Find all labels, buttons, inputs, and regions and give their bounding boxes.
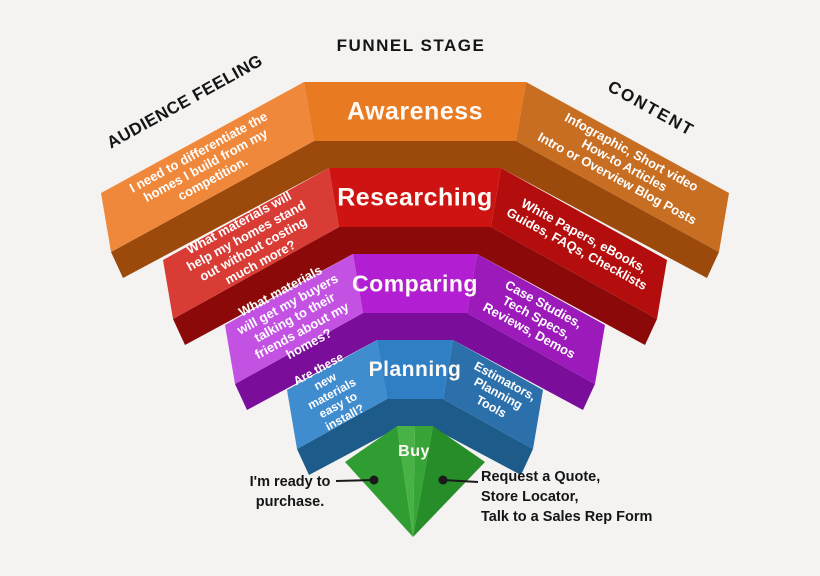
tier-researching-left-face: [163, 168, 339, 319]
tier-planning-right-face: [443, 340, 543, 449]
stage-label-researching: Researching: [337, 183, 493, 212]
buy-diamond-center-left-facet: [397, 426, 415, 537]
tier-researching-under-edge: [173, 227, 657, 345]
tier-awareness-center-face: [304, 82, 526, 141]
funnel-stage-header: FUNNEL STAGE: [336, 36, 486, 55]
tier-comparing-center-face: [353, 254, 477, 313]
tier-researching: [163, 168, 667, 345]
buy-content-callout: Request a Quote, Store Locator, Talk to …: [481, 469, 653, 525]
buy-diamond-outer-right-facet: [413, 426, 485, 537]
tier-planning-under-edge: [297, 399, 533, 475]
tier-researching-center-face: [329, 168, 501, 227]
right-callout-line: [442, 479, 479, 483]
buy-feeling-callout: I'm ready to purchase.: [249, 474, 331, 510]
tier-comparing-left-face: [225, 254, 363, 384]
right-callout-dot: [438, 475, 448, 485]
tier-planning: [287, 340, 543, 475]
stage-label-comparing: Comparing: [352, 270, 478, 297]
callout-connectors: [335, 475, 479, 485]
tier-awareness: [101, 82, 729, 278]
tier-awareness-left-face: [101, 82, 314, 252]
tier-awareness-right-face: [516, 82, 729, 252]
tier-planning-left-face: [287, 340, 387, 449]
tier-comparing-under-edge: [235, 313, 595, 410]
left-callout-line: [335, 479, 375, 482]
tier-awareness-under-edge: [111, 141, 719, 278]
stage-label-awareness: Awareness: [346, 97, 484, 126]
stage-label-planning: Planning: [368, 358, 462, 381]
left-callout-dot: [369, 475, 379, 485]
tier-comparing-right-face: [467, 254, 605, 384]
buy-diamond-outer-left-facet: [345, 426, 413, 537]
tier-planning-center-face: [377, 340, 453, 399]
tier-comparing: [225, 254, 605, 410]
stage-label-buy: Buy: [398, 443, 430, 460]
tier-researching-right-face: [491, 168, 667, 319]
buy-diamond: [345, 426, 485, 537]
